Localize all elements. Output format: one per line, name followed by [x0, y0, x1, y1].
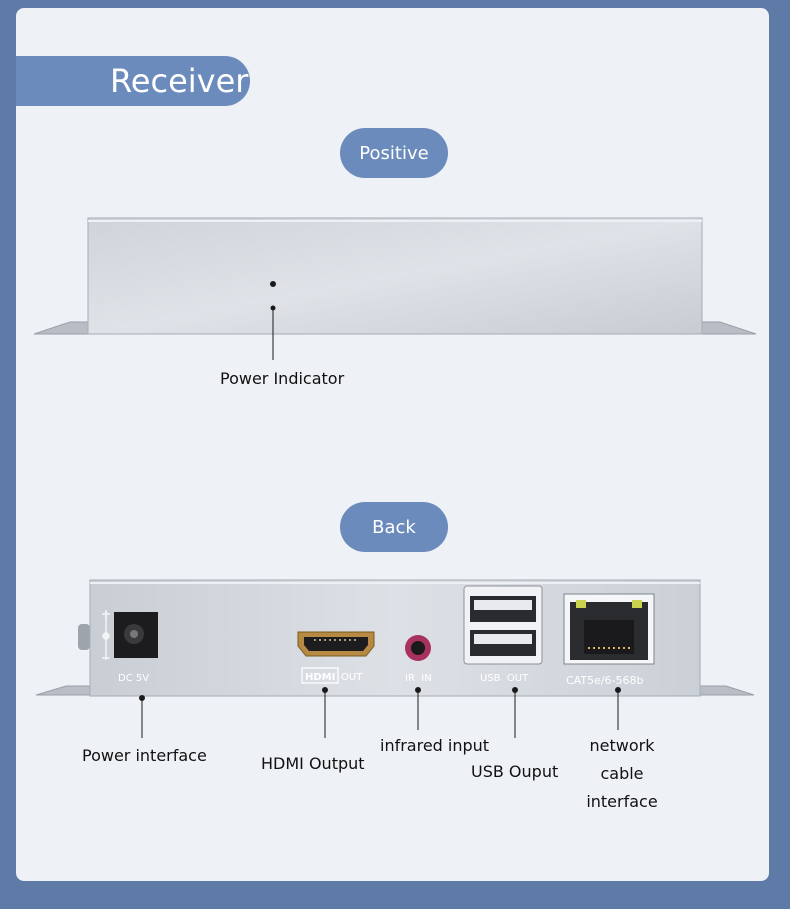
hdmi-tag-label: HDMI	[305, 672, 335, 683]
polarity-icon	[102, 610, 110, 660]
power-led-dot	[270, 281, 276, 287]
dc-label: DC 5V	[118, 673, 149, 684]
hdmi-output-label: HDMI Output	[261, 754, 365, 773]
network-line-3: interface	[586, 792, 658, 811]
back-label: Back	[340, 502, 448, 552]
positive-label: Positive	[340, 128, 448, 178]
usb-label: USB OUT	[480, 673, 529, 684]
network-line-1: network	[589, 736, 655, 755]
front-panel	[33, 217, 757, 360]
back-panel: DC 5V HDMI OUT IR IN USB OUT CAT5e/6-568…	[35, 579, 755, 738]
usb-ports	[463, 585, 543, 665]
ir-jack	[405, 635, 431, 661]
section-title: Receiver	[16, 56, 250, 106]
infrared-input-label: infrared input	[380, 736, 490, 755]
cat-label: CAT5e/6-568b	[566, 674, 644, 687]
network-line-2: cable	[600, 764, 644, 783]
dc-jack	[114, 612, 158, 658]
rj45-port	[563, 593, 655, 665]
usb-output-label: USB Ouput	[471, 762, 559, 781]
network-cable-interface-label: network cable interface	[576, 732, 668, 816]
power-indicator-label: Power Indicator	[220, 369, 345, 388]
ir-label: IR IN	[405, 673, 432, 684]
power-interface-label: Power interface	[82, 746, 207, 765]
hdmi-port	[297, 631, 375, 657]
hdmi-out-label: OUT	[341, 672, 363, 683]
